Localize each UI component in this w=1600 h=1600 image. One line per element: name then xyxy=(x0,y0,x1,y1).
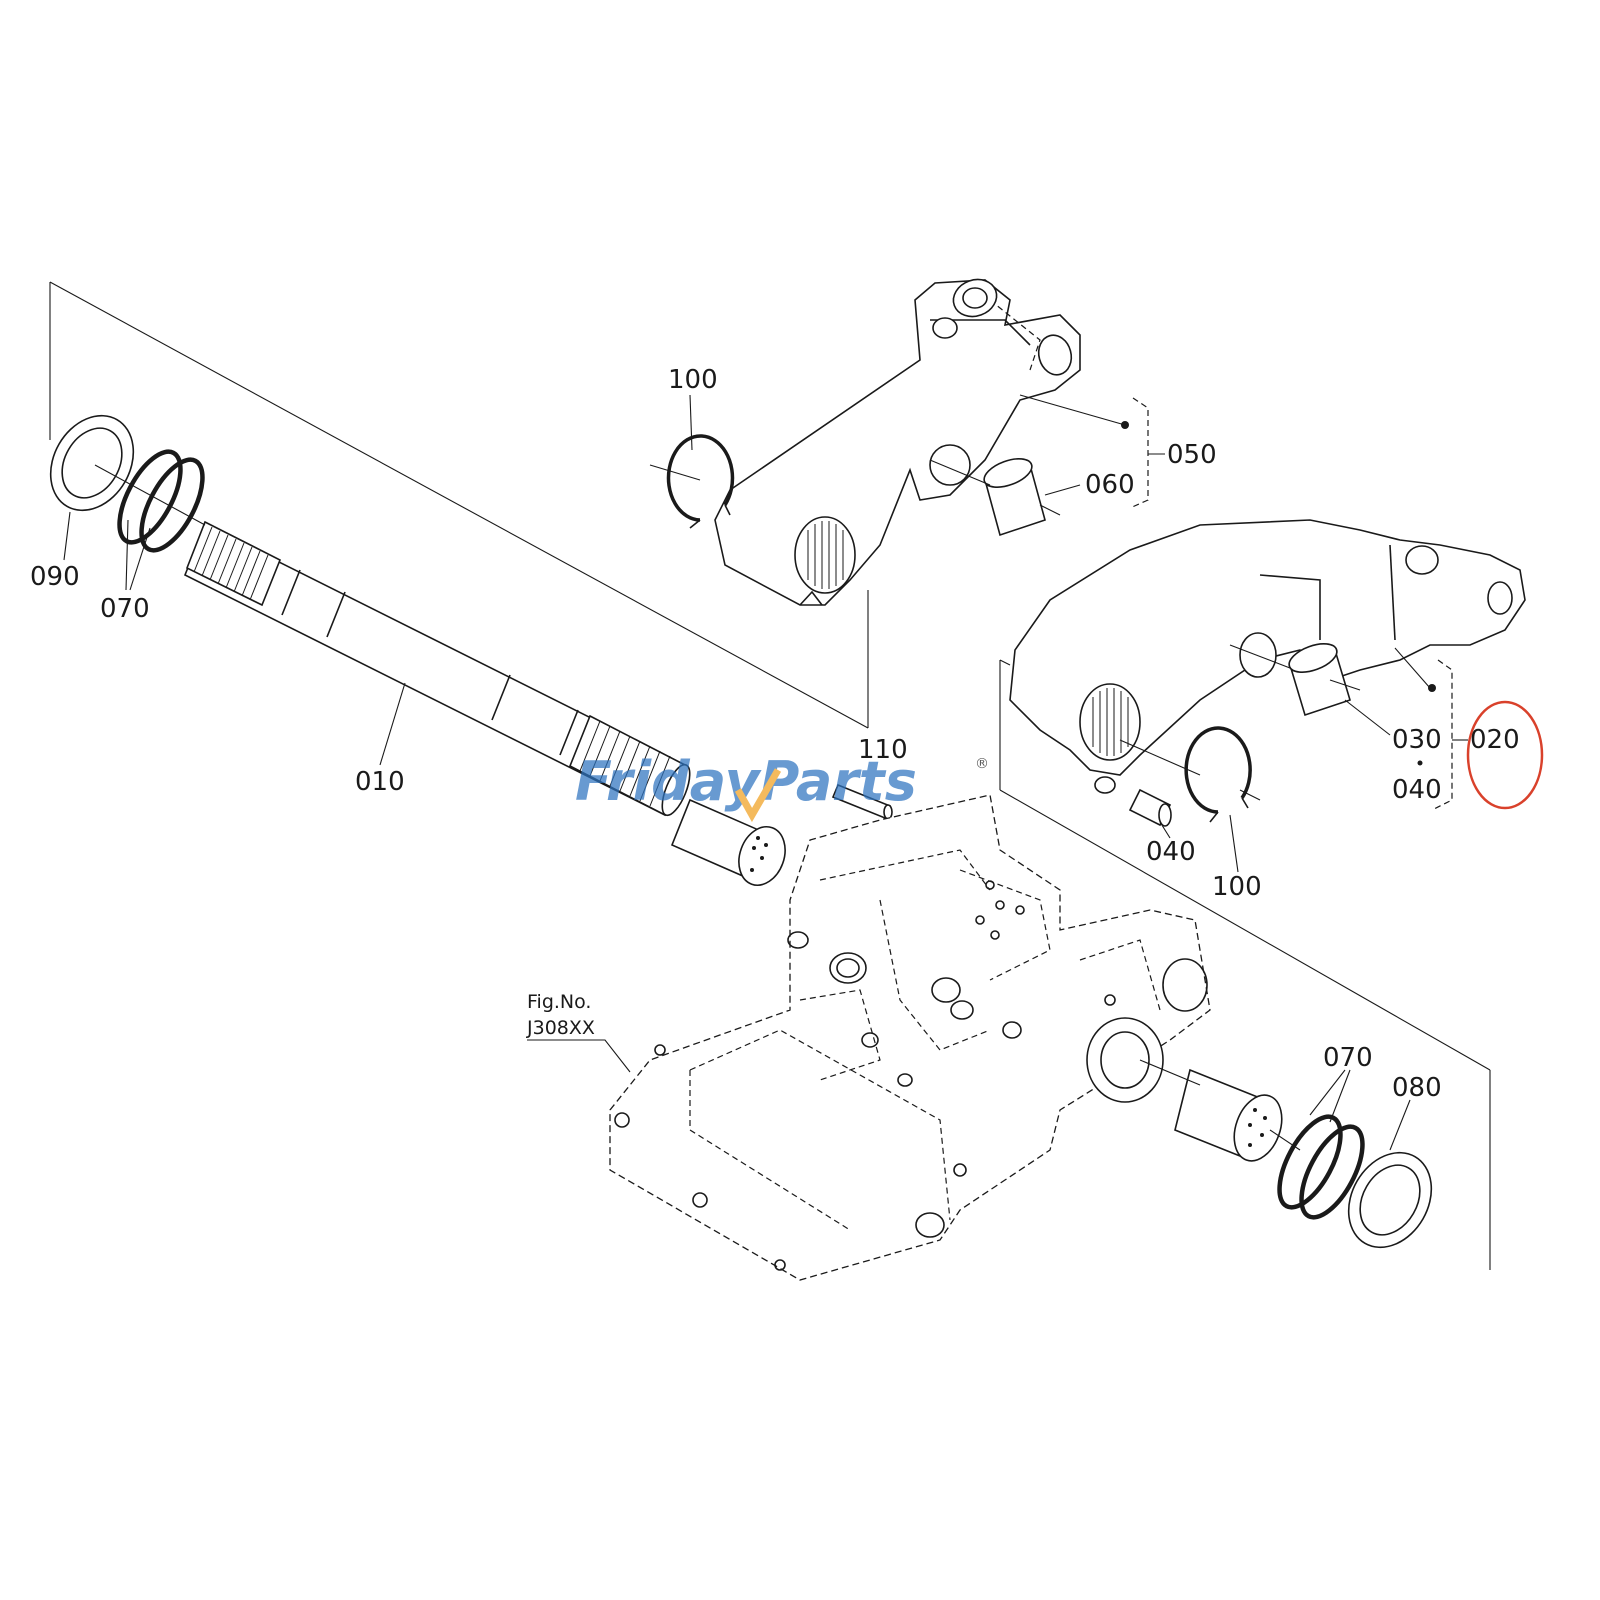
label-030: 030 xyxy=(1392,725,1442,755)
snap-ring-100-upper xyxy=(666,434,735,529)
label-090: 090 xyxy=(30,562,80,592)
arm-050-bore-spline xyxy=(807,521,844,589)
label-060: 060 xyxy=(1085,470,1135,500)
label-110: 110 xyxy=(858,735,908,765)
shaft-spline-left xyxy=(193,526,269,601)
label-010: 010 xyxy=(355,767,405,797)
snap-ring-100-lower xyxy=(1184,726,1252,823)
watermark-registered-mark: ® xyxy=(975,756,989,772)
shaft-spline-right xyxy=(579,720,671,807)
label-020: 020 xyxy=(1470,725,1520,755)
o-rings-070-left xyxy=(117,449,205,553)
watermark-part2: Parts xyxy=(760,750,917,813)
o-rings-070-right xyxy=(1277,1114,1365,1220)
bushing-left xyxy=(670,798,786,886)
pin-040 xyxy=(1128,788,1172,827)
assembly-frame-lines xyxy=(49,281,1491,1270)
label-070-right: 070 xyxy=(1323,1043,1373,1073)
washer-090 xyxy=(49,414,135,512)
part-labels: 090 070 010 100 050 060 110 030 020 040 … xyxy=(30,365,1520,1103)
highlight-circle-020 xyxy=(1466,700,1544,810)
leader-lines xyxy=(63,394,1431,1151)
washer-080 xyxy=(1347,1151,1433,1249)
arm-020-bore-spline xyxy=(1092,688,1129,756)
label-100-upper: 100 xyxy=(668,365,718,395)
bushing-030 xyxy=(1288,643,1351,717)
hydraulic-housing xyxy=(609,794,1211,1281)
axis-lines xyxy=(94,459,1361,1151)
label-050: 050 xyxy=(1167,440,1217,470)
lift-shaft-010 xyxy=(183,520,691,817)
bracket-050-group xyxy=(1121,397,1165,509)
bushing-right xyxy=(1174,1068,1283,1162)
watermark-swoosh-icon xyxy=(734,768,782,823)
pin-110 xyxy=(831,783,893,820)
bracket-020-group xyxy=(1417,659,1468,811)
figure-number-value: J308XX xyxy=(526,1017,595,1039)
lift-arm-020 xyxy=(1009,519,1526,794)
label-070-left: 070 xyxy=(100,594,150,624)
label-040-bracket: 040 xyxy=(1392,775,1442,805)
lift-arm-050 xyxy=(714,278,1081,606)
bushing-060 xyxy=(983,458,1046,537)
label-080: 080 xyxy=(1392,1073,1442,1103)
label-040: 040 xyxy=(1146,837,1196,867)
watermark-part1: Friday xyxy=(575,750,763,813)
svg-text:FridayParts: FridayParts xyxy=(575,750,917,813)
label-100-lower: 100 xyxy=(1212,872,1262,902)
figure-number-caption: Fig.No. xyxy=(527,991,591,1013)
watermark-logo: FridayParts ® xyxy=(575,750,989,823)
